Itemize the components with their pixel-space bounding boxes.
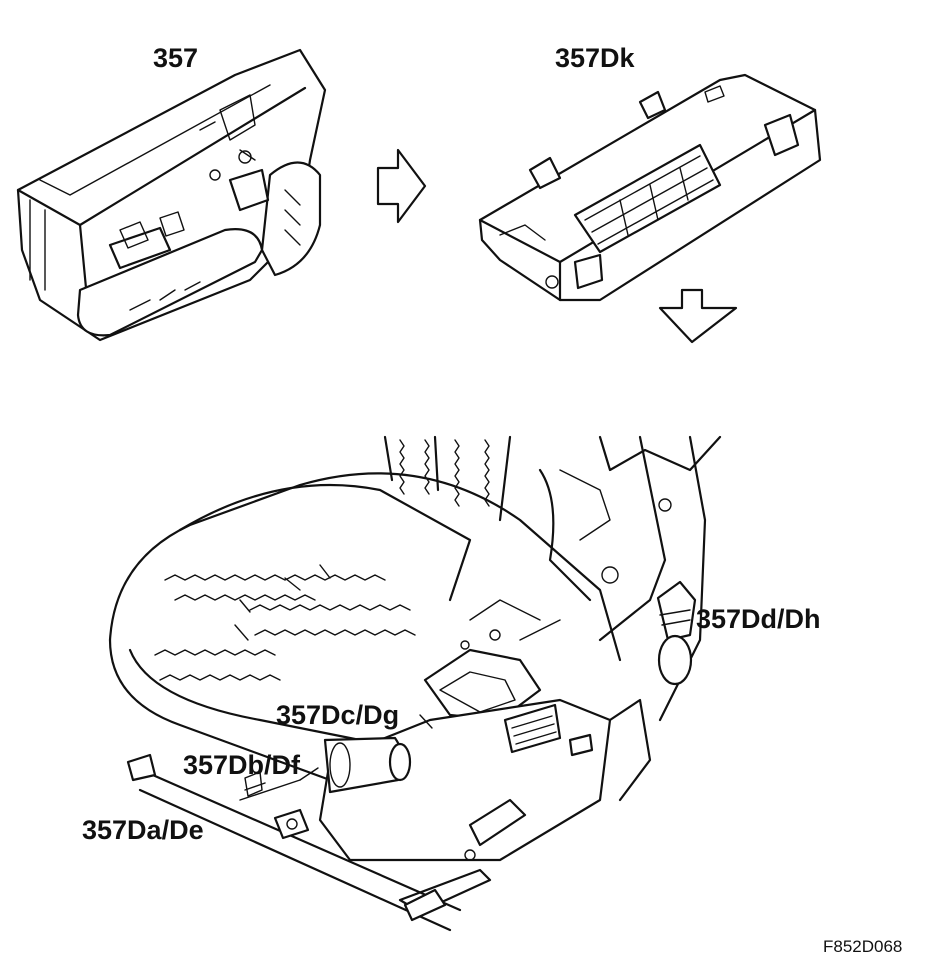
label-357da-de: 357Da/De xyxy=(82,815,204,845)
figure-code: F852D068 xyxy=(823,937,903,956)
label-357dk: 357Dk xyxy=(555,43,635,73)
label-357db-df: 357Db/Df xyxy=(183,750,301,780)
label-357: 357 xyxy=(153,43,199,73)
seat-control-module-357Dk xyxy=(478,73,822,302)
seat-assembly xyxy=(108,435,722,932)
arrow-down-icon xyxy=(658,288,738,344)
arrow-right-icon xyxy=(376,148,427,224)
label-357dc-dg: 357Dc/Dg xyxy=(276,700,400,730)
seat-switch-module-357 xyxy=(16,48,327,342)
label-357dd-dh: 357Dd/Dh xyxy=(696,604,821,634)
